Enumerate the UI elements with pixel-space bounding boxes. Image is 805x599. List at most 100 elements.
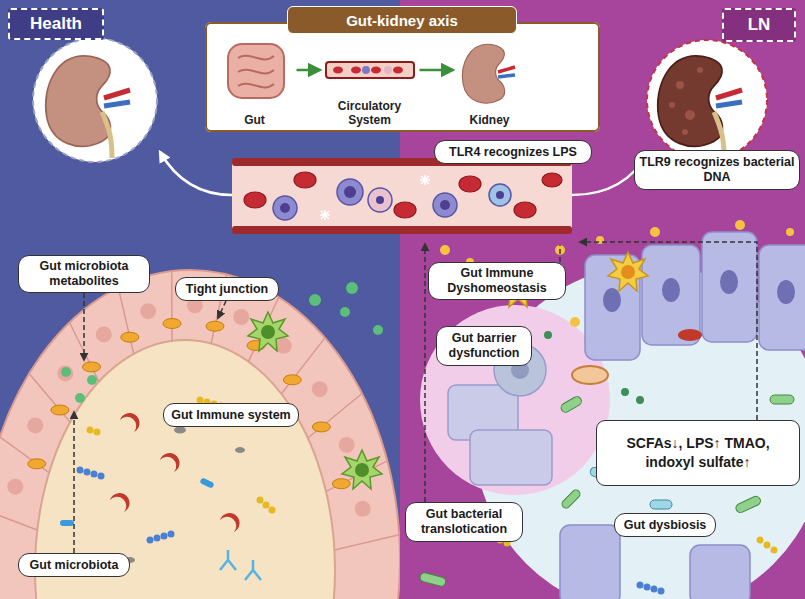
- icon-node: Kidney: [455, 38, 525, 130]
- illustration-circle: [376, 196, 384, 204]
- illustration-circle: [735, 220, 745, 230]
- illustration-line: [0, 510, 37, 531]
- illustration-circle: [309, 294, 321, 306]
- illustration-circle: [355, 501, 371, 517]
- illustration-circle: [96, 326, 112, 342]
- metabolite-box: SCFAs↓, LPS↑ TMAO, indoxyl sulfate↑: [596, 420, 800, 486]
- illustration-rect: [232, 226, 572, 234]
- illustration-circle: [94, 429, 101, 436]
- illustration-circle: [263, 502, 270, 509]
- illustration-g: [77, 467, 175, 544]
- illustration-g: [637, 582, 665, 595]
- circulation-icon: [326, 62, 414, 78]
- illustration-ellipse: [720, 270, 738, 294]
- illustration-circle: [544, 331, 552, 339]
- panel-tag: Health: [8, 8, 104, 40]
- illustration-path: [498, 75, 515, 77]
- callout-box: Gut microbiota metabolites: [18, 255, 150, 293]
- label-text: Kidney: [469, 114, 509, 128]
- illustration-g: [497, 537, 778, 554]
- illustration-path: [110, 493, 130, 512]
- panel-tag: LN: [722, 8, 796, 42]
- illustration-use: [342, 450, 382, 489]
- illustration-ellipse: [333, 67, 343, 74]
- illustration-ellipse: [235, 447, 245, 453]
- illustration-line: [118, 287, 134, 353]
- illustration-rect: [228, 44, 284, 98]
- ln-kidney-inset: [647, 40, 767, 160]
- label-text: TLR4 recognizes LPS: [449, 145, 577, 160]
- illustration-path: [716, 90, 742, 98]
- illustration-circle: [84, 469, 91, 476]
- illustration-ellipse: [0, 270, 400, 599]
- flow-arrow: [420, 69, 453, 72]
- illustration-circle: [647, 40, 767, 160]
- illustration-rect: [60, 520, 74, 526]
- label-text: Health: [30, 14, 82, 34]
- illustration-use: [248, 312, 288, 351]
- illustration-path: [580, 242, 757, 420]
- healthy-kidney-inset: [33, 38, 157, 162]
- illustration-ellipse: [351, 67, 361, 74]
- illustration-g: [273, 179, 511, 220]
- illustration-rect: [559, 395, 583, 414]
- illustration-ellipse: [662, 278, 680, 302]
- illustration-circle: [651, 586, 658, 593]
- axis-panel-fill: [205, 22, 600, 132]
- label-text: TLR9 recognizes bacterial DNA: [639, 155, 795, 185]
- illustration-circle: [33, 38, 157, 162]
- illustration-ellipse: [206, 321, 224, 331]
- illustration-ellipse: [572, 366, 608, 384]
- illustration-circle: [339, 437, 355, 453]
- illustration-circle: [344, 186, 356, 198]
- flow-arrow: [297, 69, 320, 72]
- illustration-ellipse: [371, 67, 381, 74]
- callout-box: Gut microbiota: [18, 553, 130, 577]
- icon-node: Circulatory System: [322, 58, 418, 130]
- gut-icon: [228, 44, 284, 98]
- illustration-circle: [273, 196, 297, 220]
- illustration-path: [462, 44, 504, 103]
- illustration-circle: [373, 325, 383, 335]
- illustration-circle: [312, 381, 328, 397]
- illustration-circle: [154, 535, 161, 542]
- illustration-circle: [644, 584, 651, 591]
- illustration-path: [104, 90, 130, 98]
- illustration-circle: [57, 365, 73, 381]
- illustration-g: [669, 67, 703, 135]
- illustration-path: [83, 293, 85, 360]
- illustration-g: [560, 232, 805, 599]
- illustration-line: [308, 394, 362, 439]
- illustration-circle: [77, 467, 84, 474]
- label-text: LN: [748, 15, 771, 35]
- illustration-circle: [685, 110, 695, 120]
- illustration-circle: [75, 393, 85, 403]
- illustration-g: [280, 186, 504, 213]
- illustration-g: [333, 67, 403, 74]
- illustration-circle: [669, 102, 675, 108]
- illustration-g: [60, 477, 215, 526]
- illustration-circle: [276, 338, 292, 354]
- callout-box: TLR9 recognizes bacterial DNA: [634, 150, 800, 190]
- illustration-g: [220, 550, 261, 580]
- illustration-circle: [91, 471, 98, 478]
- leader-arrows: [74, 242, 757, 553]
- illustration-rect: [419, 572, 446, 587]
- illustration-circle: [87, 427, 94, 434]
- illustration-circle: [682, 129, 688, 135]
- callout-box: Gut barrier dysfunction: [436, 326, 532, 366]
- illustration-rect: [690, 545, 750, 599]
- illustration-line: [0, 437, 49, 473]
- illustration-circle: [269, 507, 276, 514]
- label-text: Circulatory System: [322, 100, 418, 128]
- illustration-ellipse: [83, 362, 101, 372]
- illustration-circle: [440, 245, 450, 255]
- illustration-rect: [735, 495, 762, 514]
- icon-node: Gut: [215, 38, 295, 130]
- illustration-rect: [560, 488, 581, 509]
- illustration-path: [716, 102, 742, 106]
- illustration-circle: [420, 305, 610, 495]
- illustration-ellipse: [51, 405, 69, 415]
